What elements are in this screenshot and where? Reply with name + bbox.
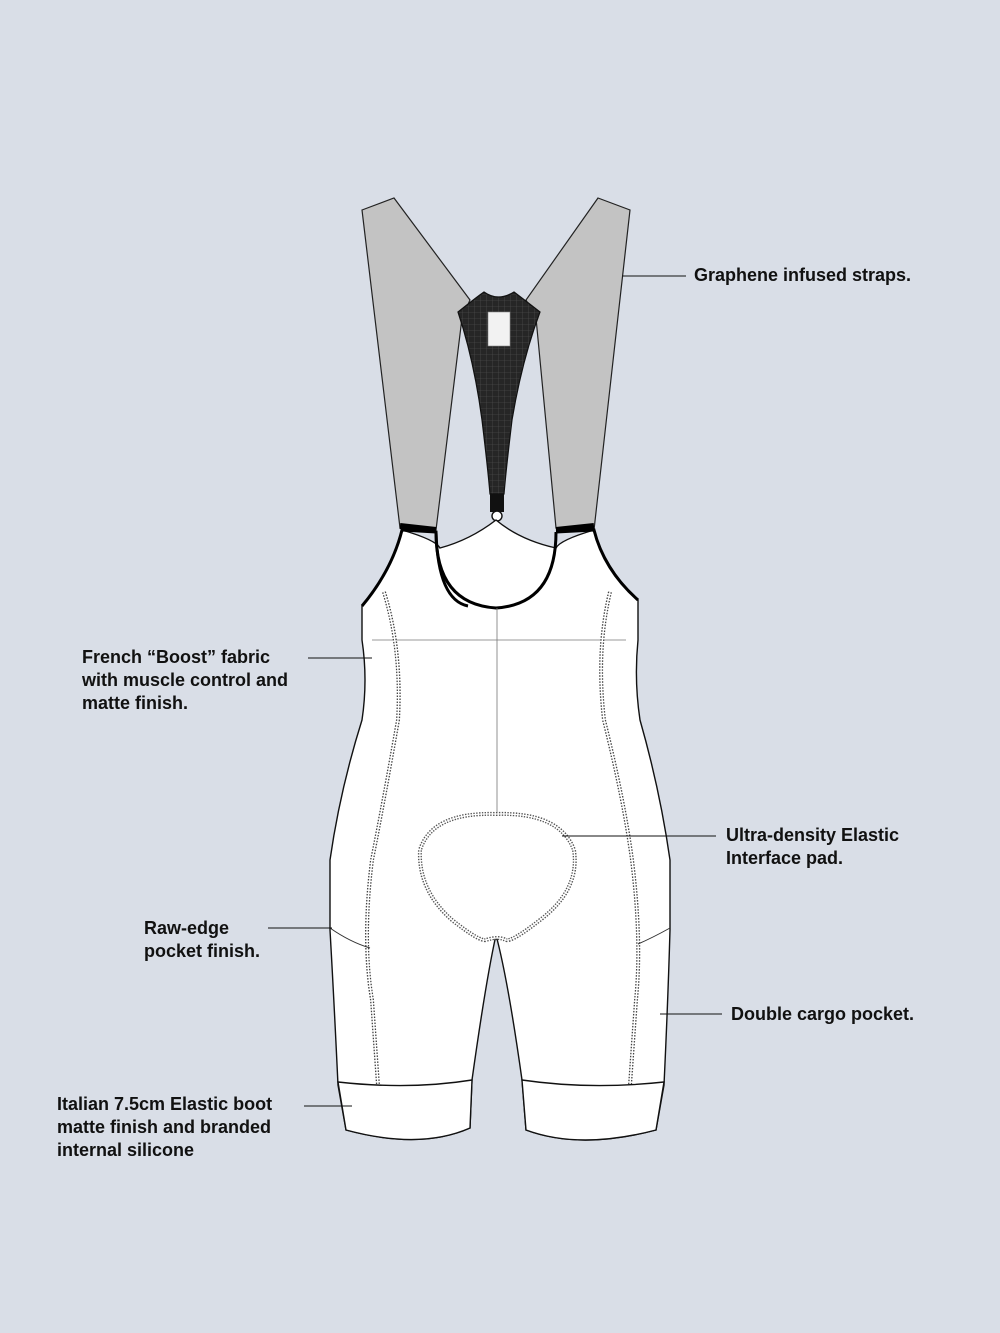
neckline-binding (434, 531, 558, 610)
right-cargo-pocket (637, 927, 671, 945)
boot-label-line: internal silicone (57, 1140, 195, 1160)
pocket-finish-label: Raw-edge pocket finish. (144, 917, 260, 963)
boot-label: Italian 7.5cm Elastic boot matte finish … (57, 1093, 272, 1162)
pad-label-line: Ultra-density Elastic (726, 825, 900, 845)
left-strap-end (399, 523, 437, 533)
pocket-finish-label-line: Raw-edge (144, 918, 230, 938)
right-armhole-binding (555, 528, 639, 602)
left-cargo-pocket (329, 927, 371, 949)
straps-label: Graphene infused straps. (694, 264, 911, 287)
cargo-label-line: Double cargo pocket. (731, 1004, 915, 1024)
left-side-seam-inner (366, 591, 400, 1086)
pad-label-line: Interface pad. (726, 848, 844, 868)
mesh-back-panel (457, 291, 541, 495)
cargo-label: Double cargo pocket. (731, 1003, 914, 1026)
chamois-pad (417, 811, 577, 943)
right-side-seam-inner (600, 591, 639, 1086)
left-strap (361, 197, 471, 531)
strap-ring (491, 510, 503, 522)
straps-label-line: Graphene infused straps. (694, 265, 912, 285)
chamois-pad-inner (419, 813, 576, 941)
right-strap (525, 197, 631, 531)
right-leg-band (521, 1079, 665, 1141)
fabric-label-line: matte finish. (82, 693, 189, 713)
fabric-label-line: French “Boost” fabric (82, 647, 271, 667)
boot-label-line: matte finish and branded (57, 1117, 272, 1137)
right-strap-end (555, 523, 595, 533)
pad-label: Ultra-density Elastic Interface pad. (726, 824, 899, 870)
fabric-label-line: with muscle control and (82, 670, 289, 690)
fabric-label: French “Boost” fabric with muscle contro… (82, 646, 288, 715)
left-leg-band (337, 1079, 473, 1141)
boot-label-line: Italian 7.5cm Elastic boot (57, 1094, 273, 1114)
strap-connector (490, 494, 504, 512)
pocket-finish-label-line: pocket finish. (144, 941, 261, 961)
brand-tag (487, 311, 511, 347)
